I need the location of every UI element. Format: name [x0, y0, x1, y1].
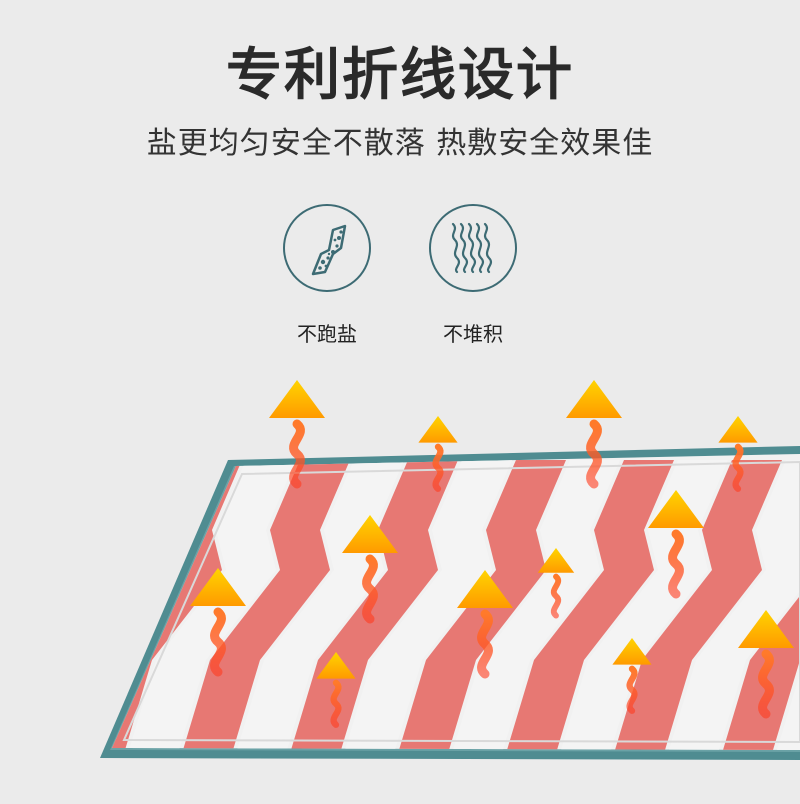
heat-arrow-icon	[316, 652, 356, 728]
stripe-white	[666, 460, 800, 750]
heat-arrow-icon	[718, 416, 758, 492]
heat-arrow-icon	[738, 610, 794, 719]
stripe-red	[180, 460, 350, 750]
stripe-red	[612, 460, 782, 750]
heat-arrow-icon	[190, 568, 246, 677]
heat-arrow-icon	[537, 548, 575, 619]
heat-arrow-icon	[418, 416, 458, 492]
heat-arrow-icon	[612, 638, 652, 714]
heat-pad-illustration	[0, 370, 800, 800]
feature-no-salt-leak: 不跑盐	[279, 204, 375, 347]
feature-label-no-piling: 不堆积	[443, 322, 503, 346]
stripe-white	[558, 460, 728, 750]
stripe-white	[0, 460, 80, 760]
heat-arrow-icon	[269, 380, 325, 489]
stripe-red	[504, 460, 674, 750]
feature-label-no-salt-leak: 不跑盐	[297, 322, 357, 346]
stripe-red	[288, 460, 458, 750]
heat-arrow-icon	[648, 490, 704, 599]
stripe-white	[450, 460, 620, 750]
stripe-white	[126, 460, 296, 750]
heat-arrow-icon	[566, 380, 622, 489]
feature-no-piling: 不堆积	[425, 204, 521, 347]
stripe-red	[112, 460, 134, 750]
stripe-red	[0, 460, 26, 760]
wavy-lines-icon	[429, 204, 517, 292]
page-title: 专利折线设计	[226, 43, 574, 108]
heat-arrow-icon	[342, 515, 398, 624]
salt-channel-icon	[283, 204, 371, 292]
page-subtitle: 盐更均匀安全不散落 热敷安全效果佳	[146, 126, 654, 161]
stripe-red	[396, 460, 566, 750]
heat-arrow-icon	[457, 570, 513, 679]
stripe-white	[342, 460, 512, 750]
